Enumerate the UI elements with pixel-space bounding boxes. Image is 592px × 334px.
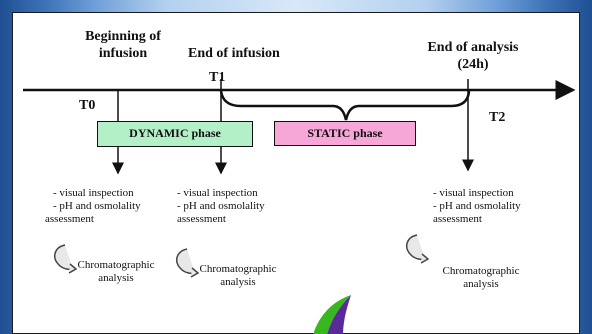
- check-assessment: assessment: [433, 213, 482, 225]
- beginning-line-2: infusion: [98, 46, 148, 61]
- circular-arrow-icon: [406, 234, 430, 264]
- logo-swoosh-icon: [313, 295, 351, 334]
- chromatographic-line-2: analysis: [220, 276, 256, 288]
- dynamic-phase-box: DYNAMIC phase: [97, 121, 253, 147]
- circular-arrow-icon: [54, 244, 78, 274]
- t0-chromatographic-analysis: Chromatographic analysis: [75, 259, 157, 285]
- t1-checks: - visual inspection - pH and osmolality …: [177, 187, 265, 226]
- timeline-panel: Beginning of infusion End of infusion En…: [12, 12, 580, 334]
- chromatographic-line-2: analysis: [98, 272, 134, 284]
- end-analysis-line-2: (24h): [457, 57, 489, 72]
- t1-label: T1: [209, 70, 226, 85]
- end-of-infusion-label: End of infusion: [188, 46, 280, 61]
- check-assessment: assessment: [177, 213, 226, 225]
- check-ph-osmolality: - pH and osmolality: [53, 200, 141, 212]
- check-ph-osmolality: - pH and osmolality: [433, 200, 521, 212]
- beginning-of-infusion-label: Beginning of infusion: [68, 28, 178, 62]
- circular-arrow-icon: [176, 248, 200, 278]
- timeline-graphics: [23, 79, 576, 334]
- check-visual-inspection: - visual inspection: [53, 187, 134, 199]
- check-visual-inspection: - visual inspection: [433, 187, 514, 199]
- static-brace: [219, 90, 471, 121]
- t2-chromatographic-analysis: Chromatographic analysis: [431, 265, 531, 291]
- chromatographic-line-1: Chromatographic: [442, 265, 520, 277]
- beginning-line-1: Beginning of: [85, 29, 161, 44]
- t0-checks: - visual inspection - pH and osmolality …: [45, 187, 141, 226]
- check-assessment: assessment: [45, 213, 94, 225]
- chromatographic-line-1: Chromatographic: [77, 259, 155, 271]
- t2-label: T2: [489, 110, 506, 125]
- check-visual-inspection: - visual inspection: [177, 187, 258, 199]
- chromatographic-line-1: Chromatographic: [199, 263, 277, 275]
- t1-chromatographic-analysis: Chromatographic analysis: [197, 263, 279, 289]
- check-ph-osmolality: - pH and osmolality: [177, 200, 265, 212]
- end-analysis-line-1: End of analysis: [427, 40, 519, 55]
- static-phase-box: STATIC phase: [274, 121, 416, 146]
- t2-checks: - visual inspection - pH and osmolality …: [433, 187, 521, 226]
- t0-label: T0: [79, 98, 96, 113]
- chromatographic-line-2: analysis: [463, 278, 499, 290]
- end-of-analysis-label: End of analysis (24h): [413, 39, 533, 73]
